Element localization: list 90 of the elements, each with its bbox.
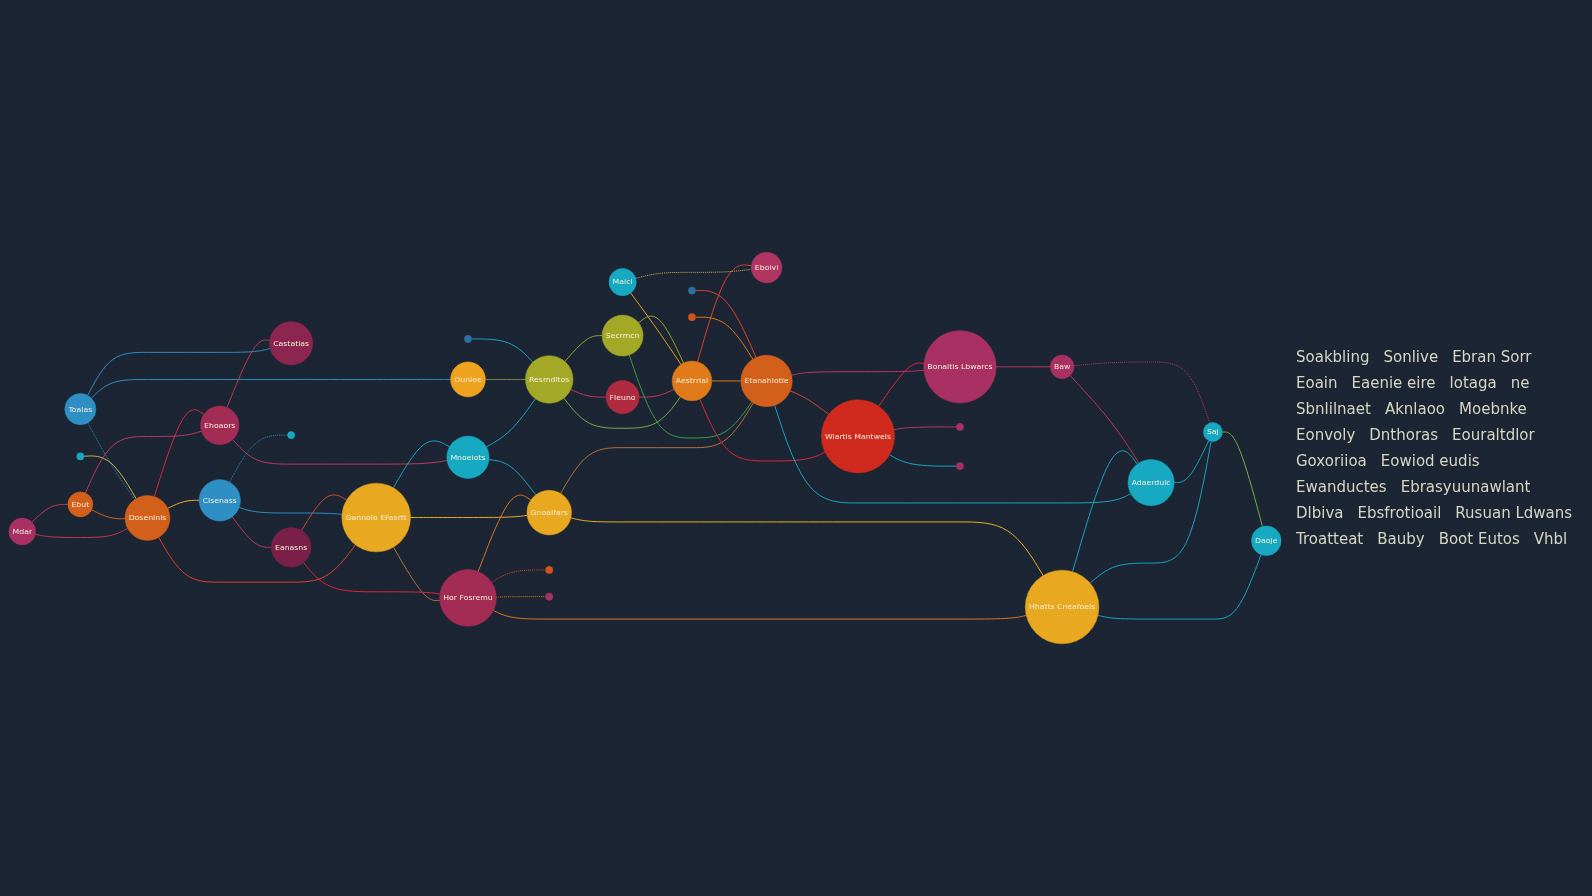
connector: [1072, 450, 1138, 573]
node-circle: [956, 423, 964, 431]
connector: [789, 390, 830, 415]
connector: [1173, 440, 1210, 484]
note-text: Ebsfrotioail: [1357, 504, 1442, 522]
note-text: Troatteat: [1296, 530, 1364, 548]
note-text: Eonvoly: [1296, 426, 1356, 444]
connector: [90, 378, 451, 399]
connector: [695, 290, 757, 358]
note-text: Dnthoras: [1369, 426, 1439, 444]
note-text: Moebnke: [1459, 400, 1527, 418]
connector: [563, 396, 681, 429]
connector: [471, 338, 534, 363]
connector: [878, 362, 925, 407]
note-text: Ebran Sorr: [1452, 348, 1532, 366]
node-circle: [956, 462, 964, 470]
connector: [1221, 431, 1263, 527]
connector: [232, 439, 448, 465]
connector: [711, 380, 742, 382]
connector: [393, 546, 441, 602]
connector: [485, 398, 536, 448]
connector: [488, 459, 537, 496]
connector: [791, 369, 925, 376]
connector: [226, 339, 271, 408]
connector: [889, 454, 957, 467]
connector: [495, 596, 547, 598]
connector: [570, 388, 607, 398]
connector: [1073, 361, 1211, 424]
connector: [87, 348, 271, 396]
connector: [492, 610, 1027, 620]
connector: [635, 268, 752, 279]
note-text: Rusuan Ldwans: [1455, 504, 1573, 522]
connector: [301, 494, 348, 531]
connector: [84, 430, 202, 494]
connector: [564, 335, 603, 362]
connector: [1097, 554, 1262, 620]
connector: [638, 388, 675, 398]
note-text: Boot Eutos: [1438, 530, 1520, 548]
note-text: Ewanductes: [1296, 478, 1387, 496]
connector: [303, 562, 441, 595]
connector: [1069, 375, 1140, 464]
connector: [410, 514, 528, 518]
connector: [560, 402, 754, 494]
connector: [31, 503, 69, 523]
note-text: Sbnlilnaet: [1296, 400, 1371, 418]
note-text: Eowiod eudis: [1380, 452, 1480, 470]
note-text: Soakbling: [1296, 348, 1370, 366]
connector: [630, 292, 682, 365]
note-text: Bauby: [1377, 530, 1425, 548]
connector: [893, 426, 957, 431]
connector: [995, 366, 1051, 368]
node-circle: [464, 335, 472, 343]
connector: [628, 354, 753, 439]
connector: [231, 516, 272, 548]
connector: [229, 434, 288, 483]
node-circle: [545, 566, 554, 574]
note-text: Vhbl: [1533, 530, 1568, 548]
connector: [697, 264, 752, 363]
connector: [477, 494, 532, 572]
note-text: Eoain: [1296, 374, 1338, 392]
node-circle: [287, 431, 296, 439]
note-text: ne: [1510, 374, 1530, 392]
connector: [695, 316, 754, 360]
note-text: Dlbiva: [1296, 504, 1344, 522]
connector: [87, 422, 136, 500]
connector: [1089, 440, 1212, 584]
connector: [153, 409, 205, 497]
note-text: Goxoriioa: [1296, 452, 1367, 470]
connector: [167, 499, 200, 509]
node-circle: [688, 286, 696, 295]
connector: [699, 398, 826, 462]
connector: [83, 455, 137, 500]
connector: [774, 404, 1132, 504]
note-text: Ebrasyuunawlant: [1400, 478, 1531, 496]
connector: [484, 378, 526, 380]
connector: [638, 315, 685, 364]
note-text: Sonlive: [1383, 348, 1439, 366]
note-text: Aknlaoo: [1384, 400, 1446, 418]
connector: [158, 536, 356, 583]
connector: [392, 440, 450, 489]
connector: [238, 506, 343, 515]
note-text: Eouraltdlor: [1452, 426, 1535, 444]
note-text: lotaga: [1449, 374, 1497, 392]
node-circle: [76, 452, 85, 461]
connector: [34, 527, 129, 538]
connector: [91, 509, 126, 520]
connector: [570, 517, 1044, 576]
node-circle: [545, 592, 554, 601]
note-text: Eaenie eire: [1351, 374, 1436, 392]
node-circle: [688, 313, 696, 322]
